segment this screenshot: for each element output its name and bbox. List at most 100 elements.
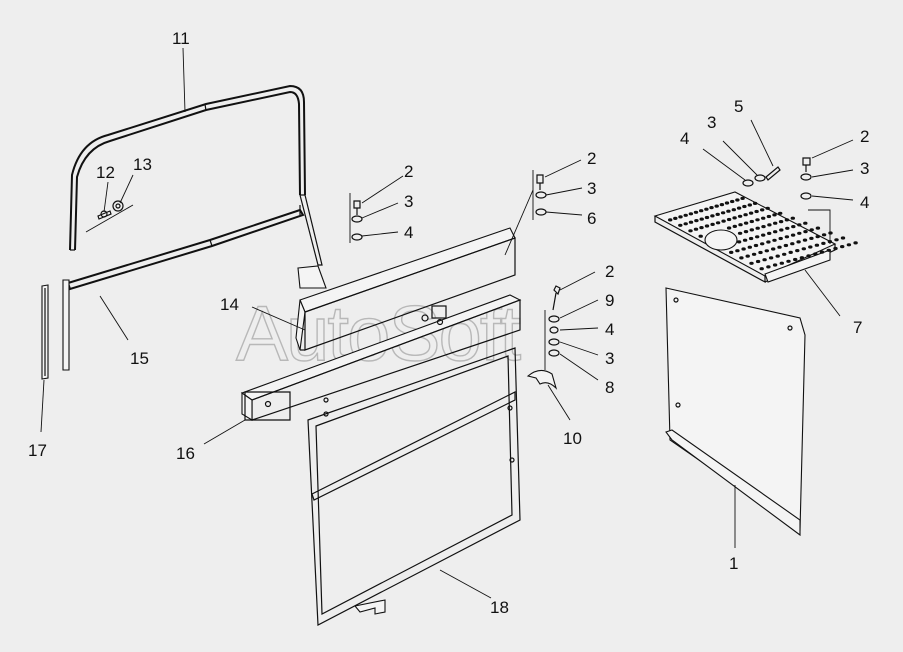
callout-10: 10 — [563, 429, 582, 448]
plate-hole — [840, 245, 845, 249]
plate-hole — [760, 208, 765, 212]
callout-4-far-right: 4 — [860, 193, 869, 212]
plate-hole — [795, 249, 800, 253]
channel-14 — [295, 227, 516, 351]
plate-hole — [806, 254, 811, 258]
plate-hole — [742, 238, 748, 242]
callout-3-center: 3 — [605, 349, 614, 368]
plate-hole — [704, 207, 709, 211]
callout-4-center: 4 — [605, 320, 614, 339]
callout-6: 6 — [587, 209, 596, 228]
plate-hole — [813, 252, 818, 256]
plate-hole — [801, 247, 806, 251]
washer-13 — [112, 200, 124, 212]
plate-hole — [754, 209, 759, 214]
callout-2-far-right: 2 — [860, 127, 869, 146]
plate-hole — [773, 230, 778, 234]
callout-2-right: 2 — [587, 149, 596, 168]
callout-17: 17 — [28, 441, 47, 460]
plate-hole — [786, 259, 791, 263]
plate-hole — [699, 217, 704, 221]
plate-hole — [803, 230, 808, 234]
plate-hole — [790, 233, 796, 237]
strip-17 — [41, 284, 49, 380]
plate-hole — [743, 230, 749, 234]
plate-hole — [773, 221, 778, 225]
plate-hole — [821, 233, 827, 237]
plate-hole — [772, 263, 778, 267]
leader-lines — [40, 47, 854, 599]
plate-hole — [764, 249, 769, 253]
callout-8: 8 — [605, 378, 614, 397]
plate-hole — [739, 256, 744, 260]
side-panel-1 — [665, 287, 806, 537]
beam-16 — [240, 294, 522, 421]
plate-hole — [766, 265, 771, 269]
fastener-stack-center — [548, 285, 561, 357]
plate-hole — [828, 231, 833, 235]
callout-11: 11 — [172, 29, 190, 48]
plate-hole — [730, 199, 735, 204]
plate-hole — [726, 226, 732, 230]
plate-hole — [840, 236, 846, 240]
plate-hole — [710, 222, 715, 226]
plate-hole — [853, 241, 858, 245]
plate-hole — [766, 240, 771, 244]
callout-3-left: 3 — [404, 192, 413, 211]
plate-hole — [799, 256, 805, 260]
plate-hole — [704, 224, 710, 228]
plate-hole — [743, 221, 749, 225]
plate-hole — [778, 236, 783, 241]
plate-hole — [693, 210, 699, 214]
plate-hole — [693, 227, 699, 231]
plate-hole — [749, 219, 754, 224]
plate-hole — [736, 206, 742, 210]
plate-hole — [688, 220, 694, 224]
callout-3-right: 3 — [587, 179, 596, 198]
fastener-stack-left — [351, 200, 363, 241]
plate-hole — [768, 256, 774, 260]
callout-1: 1 — [729, 554, 738, 573]
callout-12: 12 — [96, 163, 115, 182]
plate-hole — [782, 252, 787, 256]
plate-hole — [748, 236, 754, 241]
frame-18 — [307, 347, 521, 626]
plate-hole — [732, 216, 737, 220]
plate-hole — [731, 208, 736, 212]
plate-hole — [683, 213, 688, 217]
plate-hole — [778, 220, 784, 224]
plate-hole — [755, 226, 760, 230]
plate-hole — [758, 250, 763, 255]
plate-hole — [772, 238, 777, 242]
plate-hole — [777, 245, 782, 249]
plate-hole — [714, 204, 719, 208]
callout-labels: 11 12 13 15 17 14 16 18 2 3 4 2 3 6 2 9 … — [28, 29, 869, 617]
plate-hole — [726, 209, 731, 213]
plate-hole — [704, 215, 710, 220]
plate-hole — [749, 228, 754, 232]
plate-hole — [815, 235, 820, 239]
plate-hole — [833, 246, 838, 251]
plate-hole — [759, 267, 764, 271]
plate-hole — [747, 245, 752, 249]
plate-hole — [709, 206, 714, 210]
plate-hole — [796, 240, 801, 244]
plate-hole — [771, 247, 776, 251]
fastener-stack-upper-right — [742, 157, 812, 200]
callout-2-left: 2 — [404, 162, 413, 181]
plate-hole — [752, 201, 758, 205]
plate-hole — [766, 214, 772, 219]
plate-hole — [755, 259, 761, 264]
plate-hole — [726, 217, 732, 222]
watermark: AutoSoft — [236, 289, 522, 377]
plate-hole — [788, 250, 793, 254]
plate-hole — [790, 216, 795, 220]
plate-hole — [775, 254, 780, 258]
plate-hole — [779, 261, 784, 265]
bolt-12 — [97, 210, 112, 220]
plate-hole — [808, 245, 813, 249]
plate-hole — [797, 231, 802, 235]
plate-hole — [809, 236, 814, 240]
plate-hole — [710, 214, 715, 218]
